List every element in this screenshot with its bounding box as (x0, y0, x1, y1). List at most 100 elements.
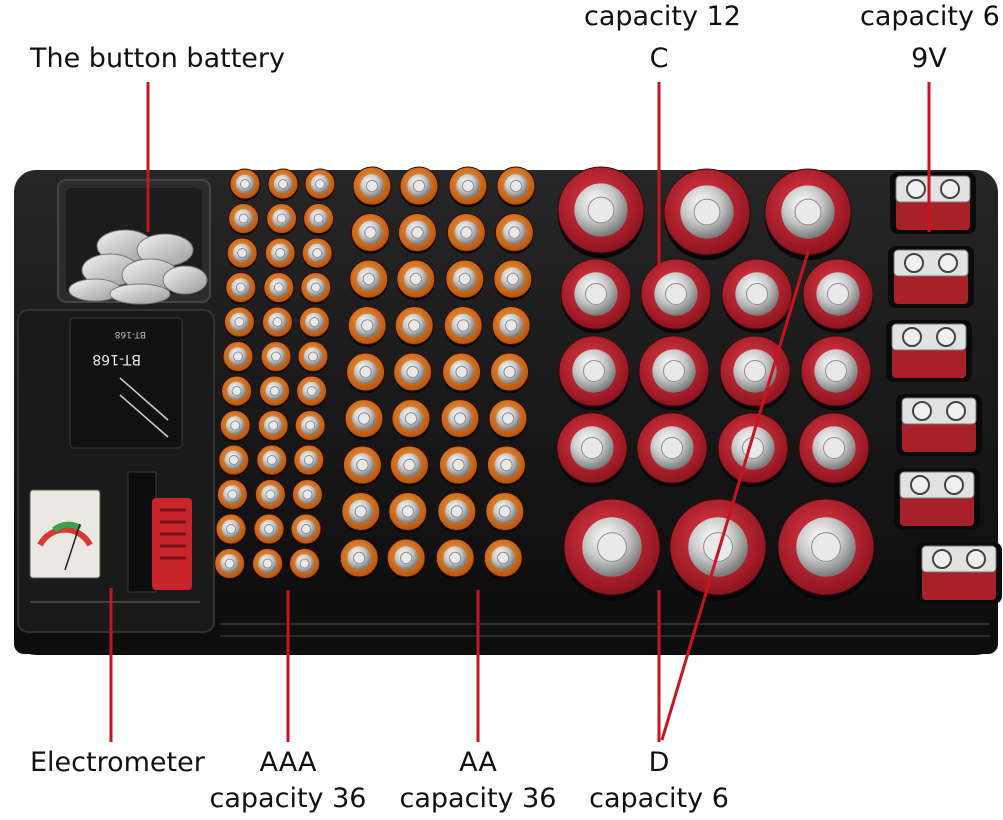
c-capacity-label: capacity 12 (584, 1, 741, 32)
c-battery (560, 258, 632, 334)
d-battery (777, 498, 875, 601)
aa-battery (491, 306, 531, 347)
aaa-battery (225, 272, 257, 305)
aaa-battery (257, 410, 289, 443)
tester-meter (29, 489, 101, 579)
aaa-battery (256, 444, 288, 477)
aaa-battery (291, 479, 323, 512)
aa-battery (397, 213, 437, 254)
aa-type-label: AA (459, 747, 497, 778)
c-battery (640, 258, 712, 334)
aa-battery (443, 306, 483, 347)
aaa-battery (214, 548, 246, 581)
9v-capacity-label: capacity 6 (860, 1, 1000, 32)
aaa-battery (223, 306, 255, 339)
tester-model-label-top: BT-168 (114, 329, 146, 339)
aaa-battery (252, 548, 284, 581)
aaa-battery (221, 375, 253, 408)
d-battery (557, 166, 645, 259)
9v-battery (886, 320, 972, 382)
aa-battery (448, 166, 488, 208)
c-battery (556, 412, 628, 488)
aaa-battery (229, 168, 261, 201)
c-battery (717, 412, 789, 488)
c-battery (558, 335, 630, 411)
9v-battery (890, 172, 976, 234)
aaa-battery (297, 341, 329, 374)
d-battery-group (557, 166, 875, 601)
aa-battery (496, 166, 536, 208)
aaa-battery (289, 548, 321, 581)
aaa-battery (290, 513, 322, 546)
aa-battery (438, 445, 478, 487)
aaa-battery (254, 479, 286, 512)
c-battery (719, 335, 791, 411)
aaa-battery (264, 237, 296, 270)
d-battery (663, 168, 751, 261)
aa-battery (394, 306, 434, 347)
d-battery (764, 168, 852, 261)
aa-battery (486, 445, 526, 487)
coin-cells (68, 229, 208, 305)
9v-battery (896, 394, 982, 456)
aa-battery (488, 399, 528, 440)
aa-battery (347, 306, 387, 347)
aa-battery (445, 259, 485, 301)
aa-battery (483, 538, 523, 580)
aa-battery-group (339, 166, 536, 580)
aa-battery (393, 352, 433, 394)
aaa-battery (304, 168, 336, 201)
aa-battery (346, 352, 386, 394)
9v-battery (916, 542, 1002, 604)
aa-battery (388, 492, 428, 533)
aa-battery (341, 492, 381, 533)
tester-model-label: BT-168 (92, 351, 141, 367)
aaa-battery (219, 410, 251, 443)
aa-capacity-label: capacity 36 (399, 783, 557, 814)
9v-battery-group (886, 172, 1002, 604)
tester-slider-handle (152, 498, 192, 590)
aaa-battery (228, 203, 260, 236)
aa-battery (386, 538, 426, 580)
aaa-battery (296, 375, 328, 408)
aaa-battery (266, 203, 298, 236)
aa-battery (352, 166, 392, 208)
d-battery (563, 498, 661, 601)
aa-battery (485, 492, 525, 533)
aa-battery (494, 213, 534, 254)
aaa-battery (215, 513, 247, 546)
c-battery (800, 335, 872, 411)
c-type-label: C (649, 43, 669, 74)
aaa-battery (298, 306, 330, 339)
button-battery-label: The button battery (30, 43, 285, 74)
aaa-battery (294, 410, 326, 443)
aa-battery (342, 445, 382, 487)
c-battery (636, 412, 708, 488)
9v-battery (888, 246, 974, 308)
aa-battery (446, 213, 486, 254)
c-battery (721, 258, 793, 334)
9v-type-label: 9V (911, 43, 947, 74)
aa-battery (490, 352, 530, 394)
aa-battery (442, 352, 482, 394)
aaa-battery (293, 444, 325, 477)
aaa-battery (259, 375, 291, 408)
aa-battery (350, 213, 390, 254)
leader-lines (109, 82, 931, 742)
c-battery-group (556, 258, 874, 488)
aaa-battery (216, 479, 248, 512)
aa-battery (339, 538, 379, 580)
battery-tester: BT-168 BT-168 (17, 309, 215, 633)
aa-battery (437, 492, 477, 533)
aaa-battery (226, 237, 258, 270)
aa-battery (349, 259, 389, 301)
aaa-battery (218, 444, 250, 477)
aaa-capacity-label: capacity 36 (209, 783, 367, 814)
aaa-battery (222, 341, 254, 374)
aa-battery (399, 166, 439, 208)
9v-battery (894, 468, 980, 530)
aaa-battery (263, 272, 295, 305)
aa-battery (391, 399, 431, 440)
aaa-type-label: AAA (259, 747, 317, 778)
